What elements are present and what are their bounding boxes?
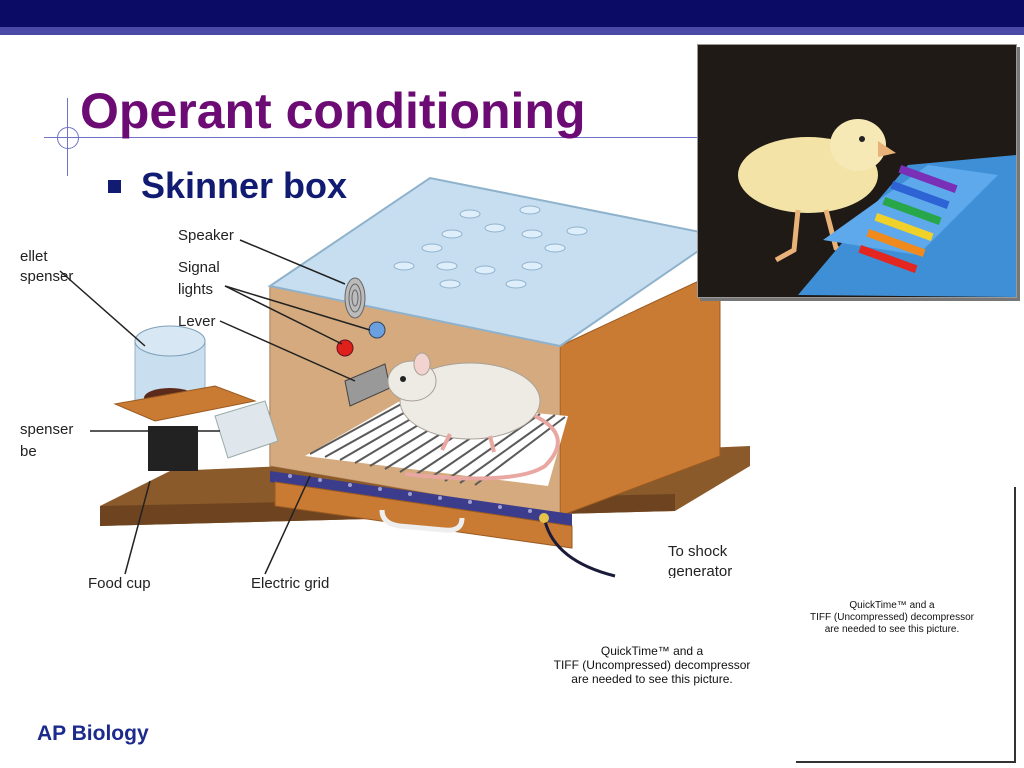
- lid-holes: [393, 205, 588, 289]
- box-right-wall: [559, 270, 721, 517]
- duckling-photo: [697, 44, 1017, 298]
- signal-light-blue: [368, 321, 386, 339]
- bullet-text: Skinner box: [141, 165, 348, 206]
- label-food-cup: Food cup: [88, 575, 151, 592]
- quicktime-placeholder-2: QuickTime™ and a TIFF (Uncompressed) dec…: [796, 487, 1016, 763]
- speaker-grill: [344, 277, 366, 319]
- qt2-line1: QuickTime™ and a: [849, 600, 935, 611]
- quicktime-message-1: QuickTime™ and a TIFF (Uncompressed) dec…: [537, 644, 767, 686]
- grid-rail: [270, 471, 572, 526]
- qt1-line3: are needed to see this picture.: [571, 672, 733, 686]
- decorative-horizontal-line: [44, 137, 704, 138]
- label-leaders: [59, 239, 371, 575]
- label-lever: Lever: [178, 313, 216, 330]
- drawer-handle: [379, 509, 465, 533]
- qt2-line3: are needed to see this picture.: [824, 624, 960, 635]
- slide-title: Operant conditioning: [80, 83, 586, 139]
- footer-label: AP Biology: [37, 722, 149, 745]
- quicktime-placeholder-1: QuickTime™ and a TIFF (Uncompressed) dec…: [537, 578, 797, 728]
- qt1-line2: TIFF (Uncompressed) decompressor: [553, 658, 751, 672]
- qt2-line2: TIFF (Uncompressed) decompressor: [810, 612, 974, 623]
- shock-cable: [543, 520, 616, 578]
- label-electric-grid: Electric grid: [251, 575, 329, 592]
- pellet-dispenser: [113, 325, 279, 471]
- food-cup: [148, 426, 198, 471]
- toy-xylophone: [798, 155, 1016, 297]
- top-banner-accent: [0, 27, 1024, 35]
- drawer: [274, 481, 573, 549]
- top-banner: [0, 0, 1024, 27]
- bullet-item: Skinner box: [108, 165, 347, 207]
- label-speaker: Speaker: [178, 227, 234, 244]
- quicktime-message-2: QuickTime™ and a TIFF (Uncompressed) dec…: [796, 600, 988, 636]
- rat: [387, 352, 560, 481]
- decorative-crosshair: [57, 127, 79, 149]
- qt1-line1: QuickTime™ and a: [600, 644, 704, 658]
- square-bullet-icon: [108, 179, 121, 193]
